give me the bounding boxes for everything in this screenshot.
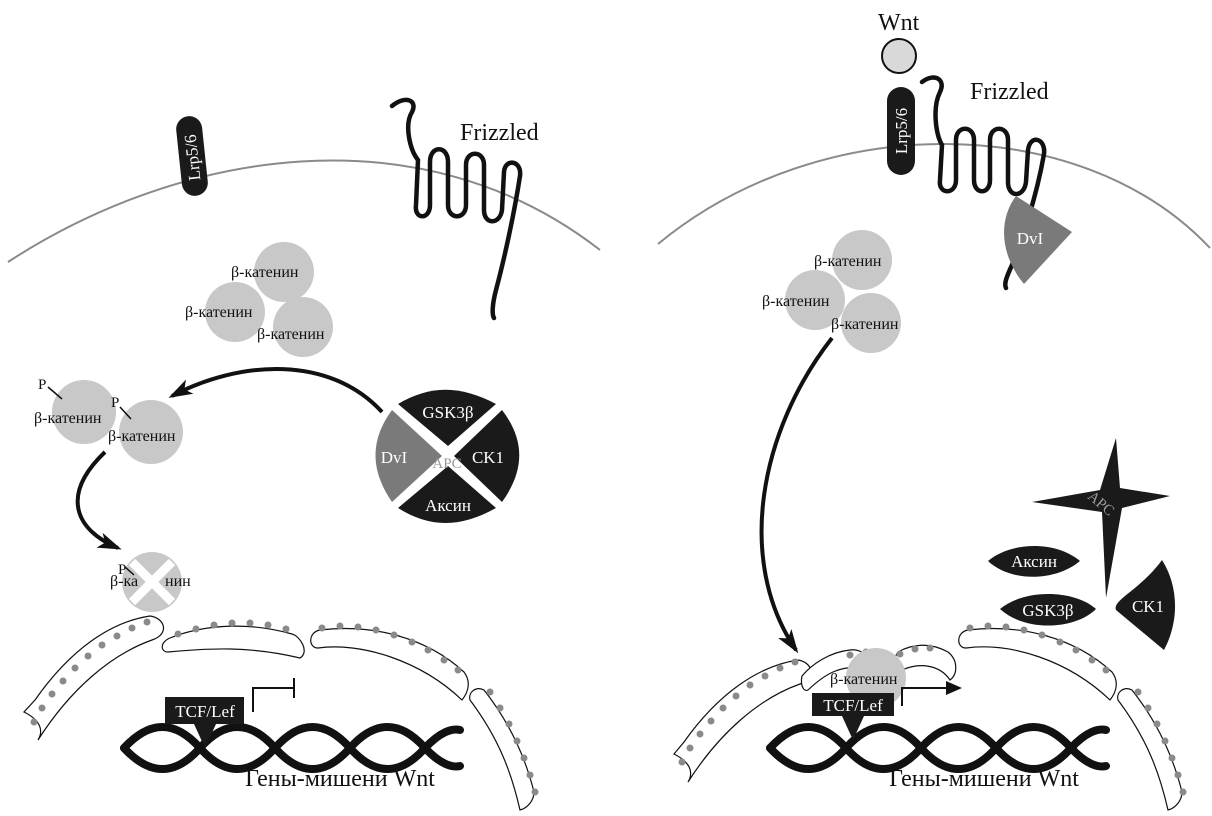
right-genes-label: Гены-мишени Wnt bbox=[889, 766, 1079, 792]
left-genes-label: Гены-мишени Wnt bbox=[245, 766, 435, 792]
right-lrp-label: Lrp5/6 bbox=[892, 108, 911, 154]
right-lrp-receptor: Lrp5/6 bbox=[887, 87, 915, 175]
right-catenin-cluster: β-катенин β-катенин β-катенин bbox=[762, 230, 901, 353]
right-tcf-label: TCF/Lef bbox=[823, 696, 883, 715]
right-gsk3b-label: GSK3β bbox=[1022, 601, 1073, 620]
right-cell-membrane bbox=[658, 144, 1210, 248]
complex-dvl-label: DvI bbox=[381, 448, 408, 467]
left-phospho-catenins: P P β-катенин β-катенин bbox=[34, 377, 183, 464]
left-catenin-label-3: β-катенин bbox=[257, 326, 325, 343]
right-catenin-label-2: β-катенин bbox=[762, 293, 830, 310]
left-lrp-receptor: Lrp5/6 bbox=[175, 115, 209, 197]
left-destruction-complex: GSK3β CK1 Аксин DvI APC bbox=[376, 390, 520, 523]
right-axin: Аксин bbox=[988, 546, 1080, 577]
wnt-label: Wnt bbox=[878, 10, 920, 36]
right-dna-helix bbox=[770, 727, 1106, 769]
right-panel: Wnt Lrp5/6 Frizzled DvI β-катенин β-кате… bbox=[658, 10, 1210, 810]
left-catenin-cluster: β-катенин β-катенин β-катенин bbox=[185, 242, 333, 357]
right-gsk3b: GSK3β bbox=[1000, 594, 1096, 626]
left-phospho-mark-2: P bbox=[111, 395, 119, 411]
left-tcf-lef: TCF/Lef bbox=[165, 697, 244, 748]
right-dvl-label: DvI bbox=[1017, 229, 1044, 248]
left-degraded-catenin: P β-ка нин bbox=[110, 552, 191, 612]
wnt-ligand bbox=[882, 39, 916, 73]
left-cell-membrane bbox=[8, 161, 600, 262]
left-catenin-label-1: β-катенин bbox=[231, 264, 299, 281]
left-degradation-arrow bbox=[78, 452, 118, 548]
right-ck1-label: CK1 bbox=[1132, 597, 1164, 616]
left-degraded-label-left: β-ка bbox=[110, 573, 138, 590]
right-catenin-label-3: β-катенин bbox=[831, 316, 899, 333]
left-phospho-label-2: β-катенин bbox=[108, 428, 176, 445]
complex-axin-label: Аксин bbox=[425, 496, 471, 515]
right-nuclear-import-arrow bbox=[762, 338, 832, 650]
left-phospho-label-1: β-катенин bbox=[34, 410, 102, 427]
complex-gsk3b-label: GSK3β bbox=[422, 403, 473, 422]
left-tcf-label: TCF/Lef bbox=[175, 702, 235, 721]
right-catenin-label-1: β-катенин bbox=[814, 253, 882, 270]
left-catenin-label-2: β-катенин bbox=[185, 304, 253, 321]
left-dna-helix bbox=[124, 727, 460, 769]
left-degraded-label-right: нин bbox=[165, 573, 191, 590]
left-phospho-mark-1: P bbox=[38, 377, 46, 393]
right-activation-arrowhead bbox=[946, 681, 962, 695]
left-phosphorylation-arrow bbox=[172, 369, 382, 412]
right-nuclear-catenin-label: β-катенин bbox=[830, 671, 898, 688]
right-frizzled-label: Frizzled bbox=[970, 79, 1049, 105]
left-repression-symbol bbox=[253, 678, 294, 712]
complex-ck1-label: CK1 bbox=[472, 448, 504, 467]
left-panel: Lrp5/6 Frizzled β-катенин β-катенин β-ка… bbox=[8, 100, 600, 810]
complex-apc-label: APC bbox=[432, 456, 461, 472]
right-axin-label: Аксин bbox=[1011, 552, 1057, 571]
right-activation-arrow bbox=[902, 688, 946, 706]
left-frizzled-label: Frizzled bbox=[460, 120, 539, 146]
right-ck1: CK1 bbox=[1116, 560, 1175, 650]
